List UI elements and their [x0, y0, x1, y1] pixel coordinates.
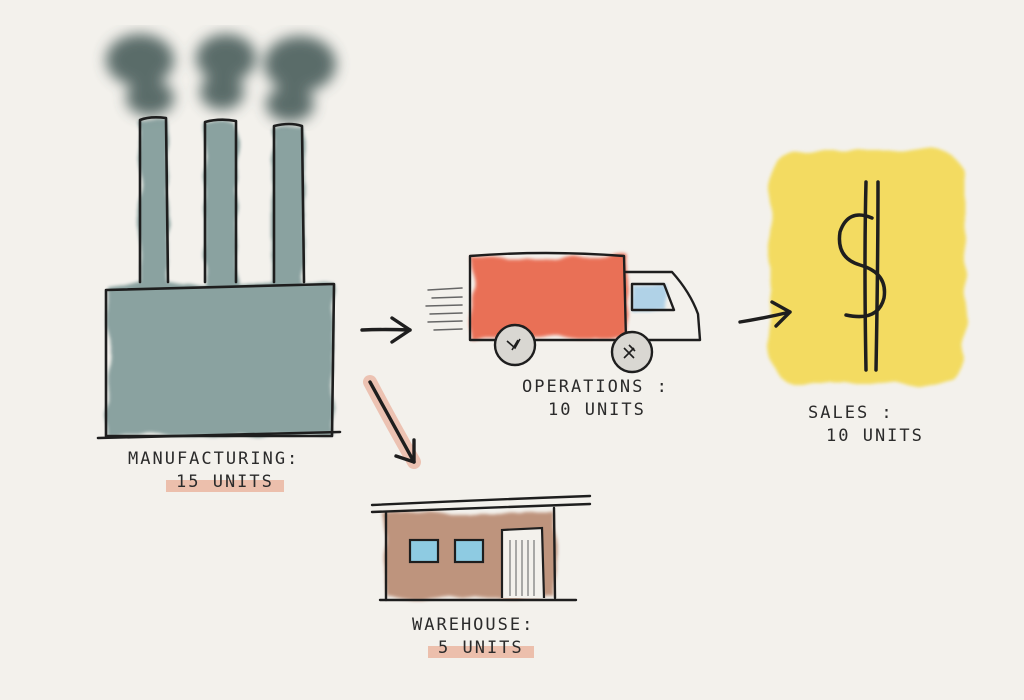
- factory-outline: [96, 116, 342, 440]
- factory-icon: [96, 34, 342, 440]
- factory-body: [108, 122, 333, 435]
- warehouse-label: Warehouse: 5 units: [412, 614, 534, 660]
- manufacturing-title: Manufacturing:: [128, 449, 300, 469]
- dollar-sign-icon: [770, 150, 965, 385]
- truck-icon: [425, 251, 702, 374]
- smoke-clouds: [106, 34, 336, 122]
- manufacturing-units: 15 units: [166, 470, 284, 494]
- sales-units: 10 units: [826, 425, 924, 446]
- truck-wheel-rear: [610, 330, 654, 374]
- sales-label: Sales : 10 units: [808, 402, 924, 448]
- warehouse-window-2: [453, 538, 485, 564]
- truck-cargo-fill: [472, 258, 627, 338]
- warehouse-title: Warehouse:: [412, 615, 535, 635]
- speed-lines: [425, 287, 463, 331]
- warehouse-units: 5 units: [428, 636, 534, 660]
- warehouse-window-1: [408, 538, 440, 564]
- truck-wheel-front: [493, 323, 537, 367]
- arrow-manufacturing-to-warehouse: [363, 375, 421, 469]
- operations-label: Operations : 10 units: [522, 376, 669, 422]
- truck-outline: [468, 251, 702, 342]
- warehouse-icon: [370, 494, 592, 602]
- truck-window-fill: [632, 285, 666, 309]
- dollar-outline: [837, 180, 887, 372]
- warehouse-outline: [370, 494, 592, 602]
- arrow-manufacturing-to-operations: [360, 316, 412, 344]
- operations-units: 10 units: [548, 399, 646, 420]
- manufacturing-label: Manufacturing: 15 units: [128, 448, 299, 494]
- sales-title: Sales :: [808, 403, 894, 423]
- warehouse-door: [500, 526, 546, 599]
- operations-title: Operations :: [522, 377, 669, 397]
- arrow-operations-to-sales: [738, 300, 792, 328]
